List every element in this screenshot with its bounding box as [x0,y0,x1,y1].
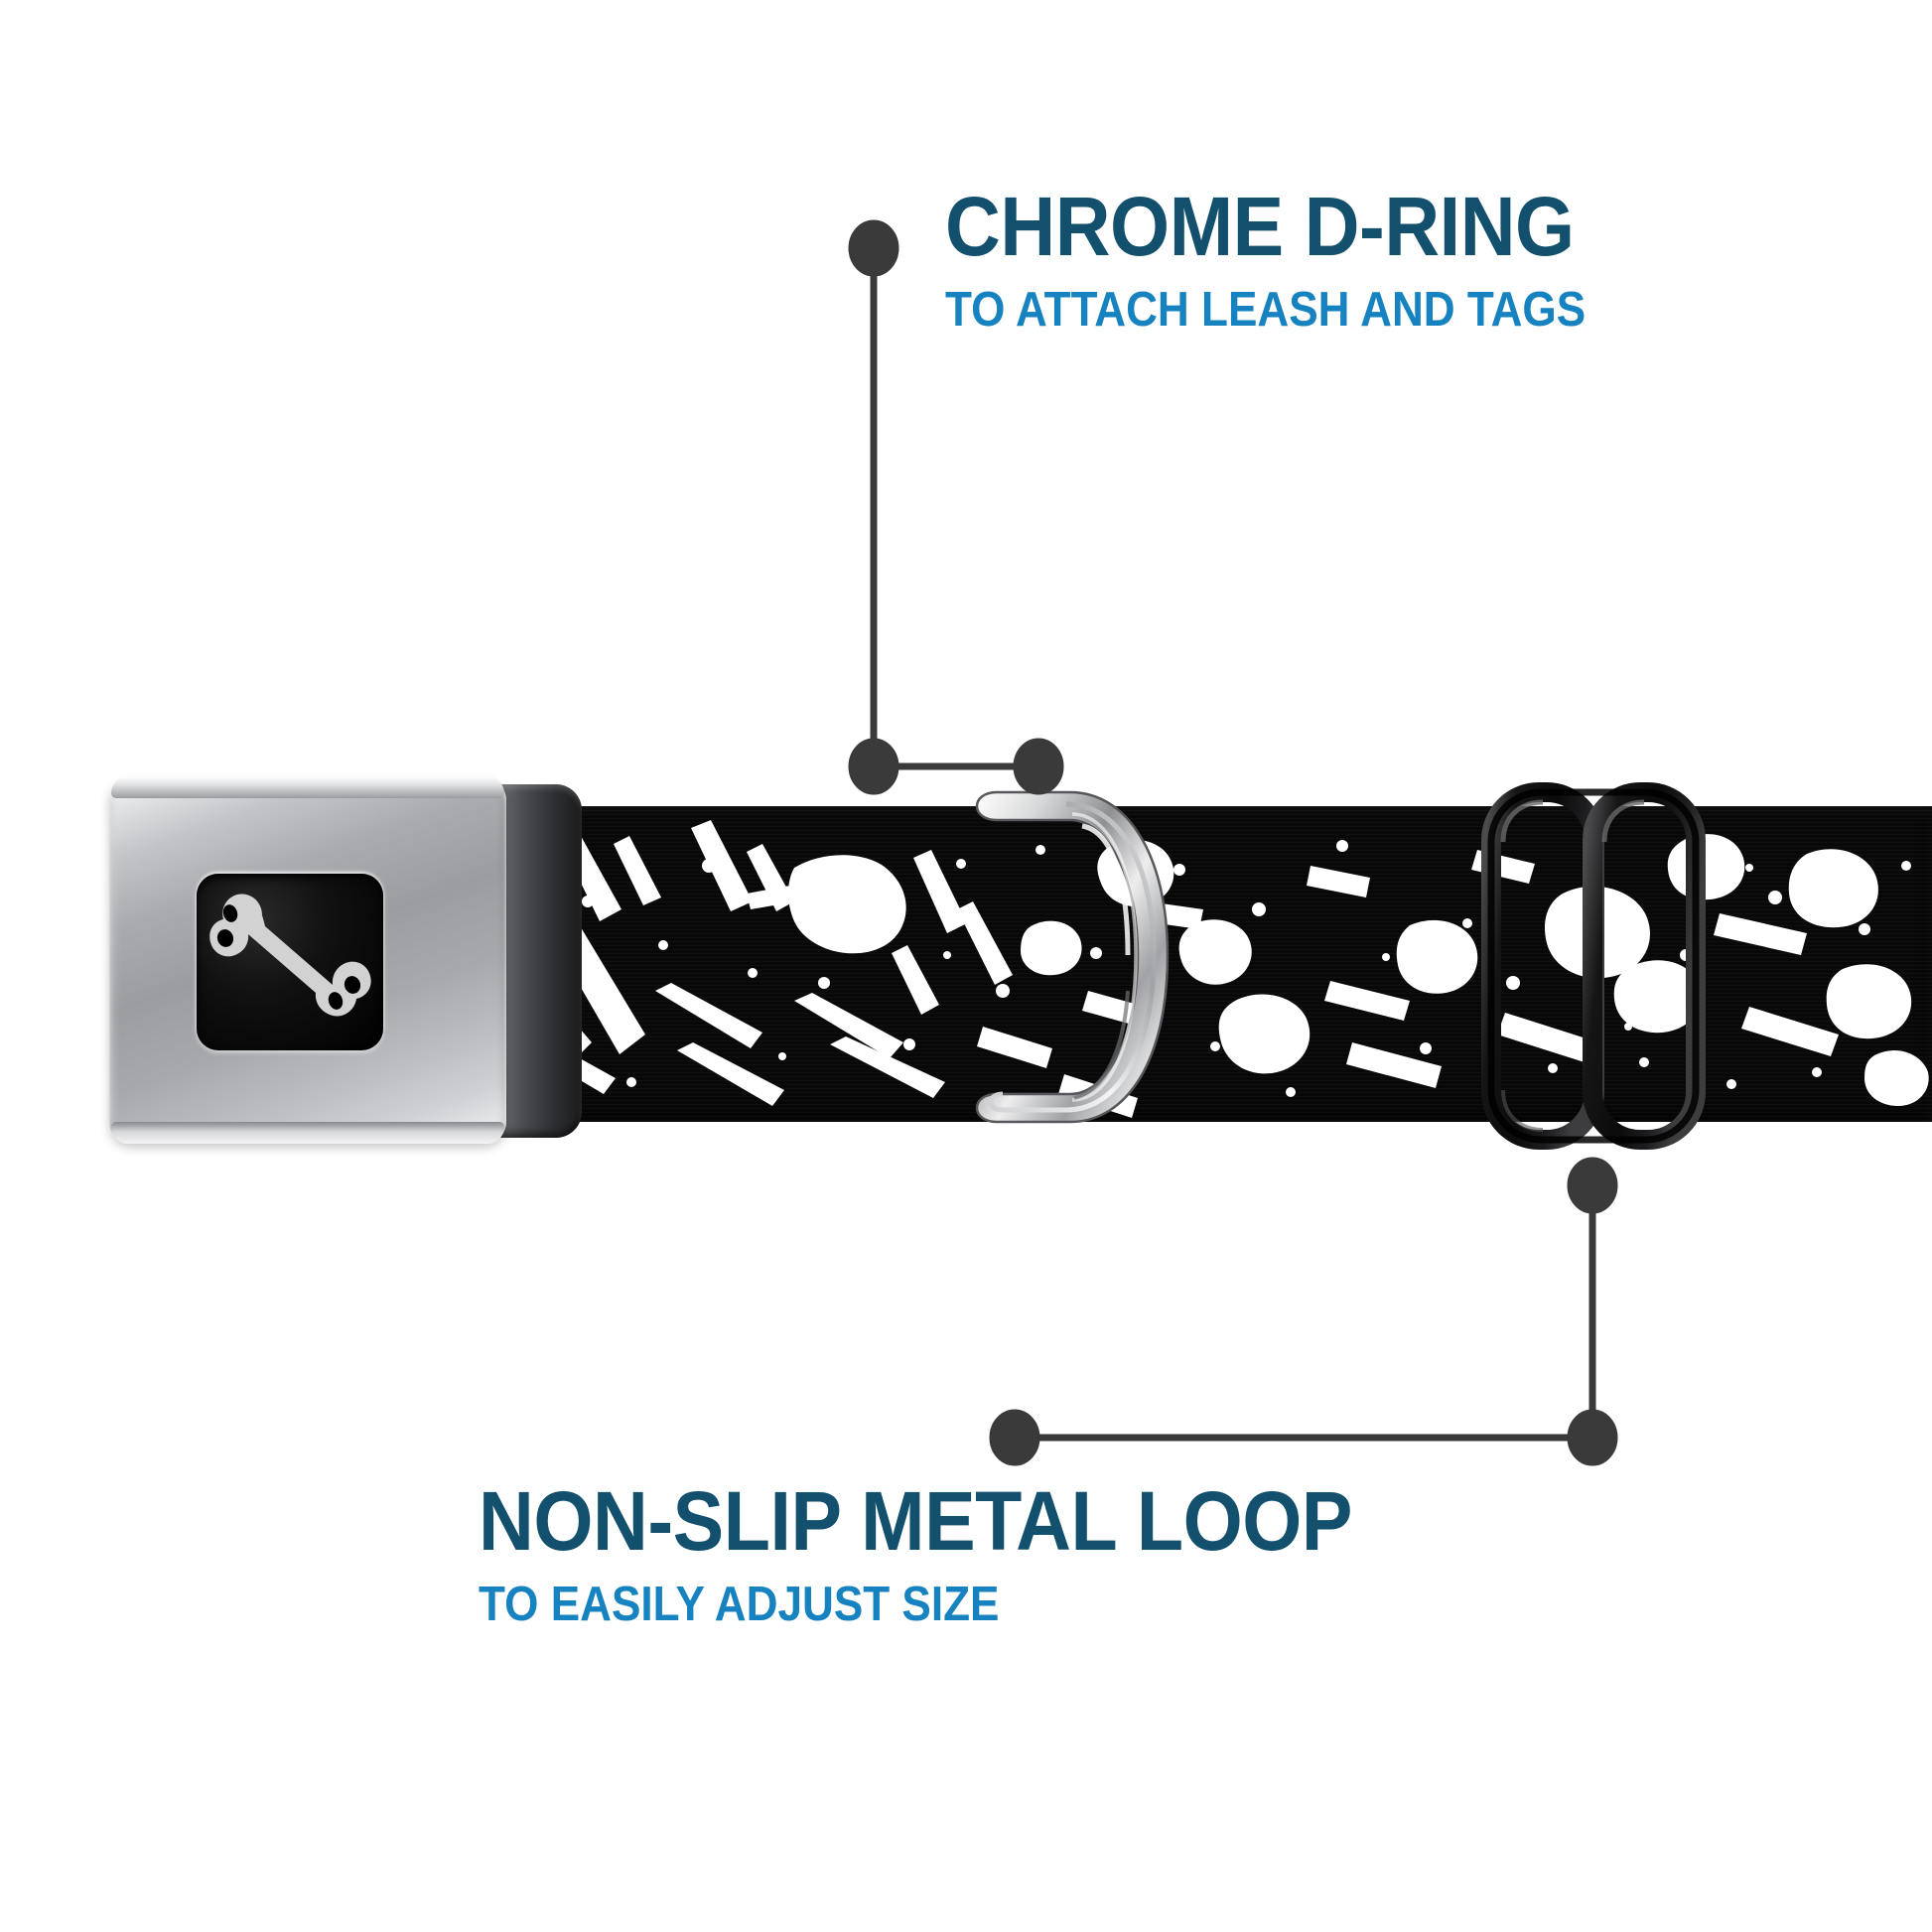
callout-non-slip-metal-loop-subtitle: TO EASILY ADJUST SIZE [479,1578,1000,1631]
callout-chrome-d-ring-title: CHROME D-RING [945,180,1575,273]
callout-chrome-d-ring: CHROME D-RING TO ATTACH LEASH AND TAGS [945,185,1657,335]
seatbelt-buckle [109,762,582,1160]
strap-clamp [498,784,582,1138]
callout-chrome-d-ring-subtitle: TO ATTACH LEASH AND TAGS [945,283,1587,337]
leader-line-metal-loop [989,1157,1618,1466]
chrome-d-ring [975,790,1170,1124]
collar-strap [496,806,1932,1122]
callout-non-slip-metal-loop: NON-SLIP METAL LOOP TO EASILY ADJUST SIZ… [479,1479,1429,1629]
buckle-bottom-edge [111,1122,504,1144]
paint-splatter-pattern [496,816,1929,1118]
non-slip-metal-loop [1481,782,1706,1150]
callout-non-slip-metal-loop-title: NON-SLIP METAL LOOP [479,1474,1353,1568]
product-photo [0,755,1932,1172]
bone-logo-icon [209,894,371,1017]
buckle-top-edge [111,776,504,798]
